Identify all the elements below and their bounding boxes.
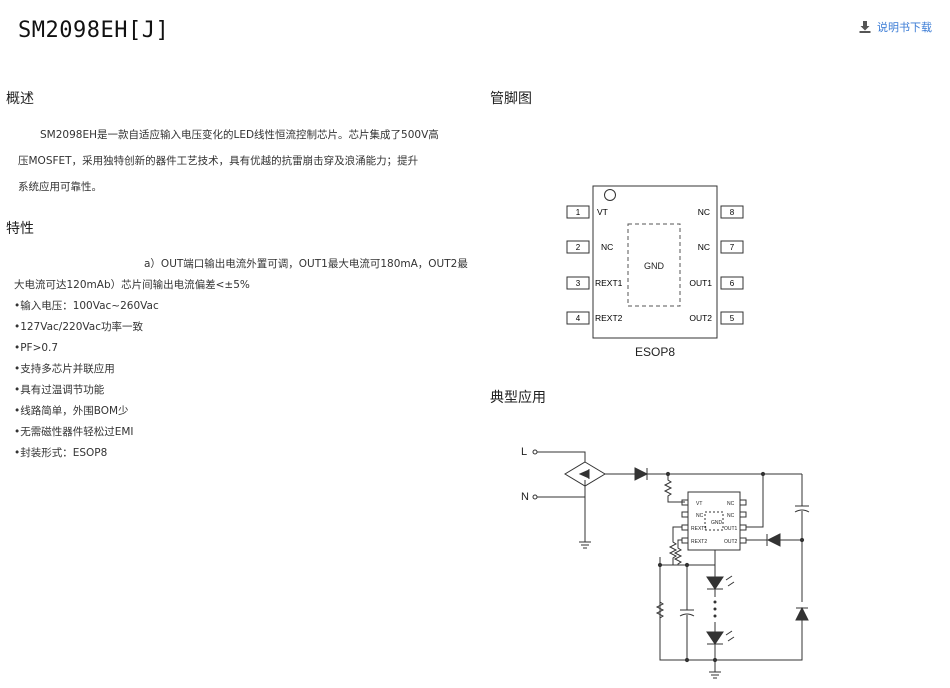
feature-item: •线路简单，外围BOM少 (14, 405, 129, 417)
pin-number: 1 (576, 208, 581, 217)
overview-line: SM2098EH是一款自适应输入电压变化的LED线性恒流控制芯片。芯片集成了50… (40, 129, 439, 141)
pin-name: OUT2 (689, 313, 712, 323)
pinout-heading: 管脚图 (490, 91, 532, 107)
pin-number: 7 (730, 243, 735, 252)
pin-number: 5 (730, 314, 735, 323)
chip-pin-label: OUT1 (724, 526, 738, 532)
line-label: L (521, 446, 527, 458)
chip-pin-label: OUT2 (724, 539, 738, 545)
feature-line: 大电流可达120mAb）芯片间输出电流偏差<±5% (14, 279, 250, 291)
overview-heading: 概述 (6, 91, 34, 107)
feature-item: •封装形式：ESOP8 (14, 447, 108, 459)
page-title: SM2098EH[J] (18, 18, 170, 43)
pin-number: 4 (576, 314, 581, 323)
pin-name: OUT1 (689, 278, 712, 288)
chip-pin-label: VT (696, 501, 702, 507)
feature-line: a）OUT端口输出电流外置可调，OUT1最大电流可180mA，OUT2最 (144, 258, 468, 270)
feature-item: •具有过温调节功能 (14, 384, 105, 396)
feature-item: •PF>0.7 (14, 342, 59, 354)
neutral-label: N (521, 491, 529, 503)
feature-item: •支持多芯片并联应用 (14, 363, 115, 375)
overview-text: SM2098EH是一款自适应输入电压变化的LED线性恒流控制芯片。芯片集成了50… (18, 122, 478, 200)
pin-number: 3 (576, 279, 581, 288)
chip-pin-label: NC (727, 513, 735, 519)
overview-line: 系统应用可靠性。 (18, 181, 102, 193)
package-label: ESOP8 (635, 345, 675, 359)
pin-name: VT (597, 207, 608, 217)
download-label[interactable]: 说明书下载 (877, 21, 932, 34)
pin-number: 2 (576, 243, 581, 252)
application-circuit: L N GND VT NC REXT1 REXT2 NC NC OUT1 OUT… (521, 446, 810, 679)
chip-pin-label: REXT1 (691, 526, 707, 532)
features-heading: 特性 (6, 221, 34, 237)
chip-pin-label: REXT2 (691, 539, 707, 545)
pin1-marker-icon (604, 189, 616, 201)
chip-pin-label: NC (696, 513, 704, 519)
chip-pin-label: NC (727, 501, 735, 507)
overview-line: 压MOSFET，采用独特创新的器件工艺技术，具有优越的抗雷崩击穿及浪涌能力；提升 (18, 155, 419, 167)
pin-number: 6 (730, 279, 735, 288)
chip-gnd-label: GND (711, 520, 723, 526)
pin-name: NC (698, 242, 710, 252)
download-manual-link[interactable]: 说明书下载 (859, 19, 932, 35)
download-icon (859, 21, 871, 33)
pin-name: REXT1 (595, 278, 623, 288)
pinout-diagram: GND 1 VT 2 NC 3 REXT1 4 REXT2 8 NC 7 NC … (566, 185, 744, 359)
feature-item: •输入电压：100Vac~260Vac (14, 300, 159, 312)
pin-number: 8 (730, 208, 735, 217)
pin-name: NC (698, 207, 710, 217)
pin-name: NC (601, 242, 613, 252)
pin-name: REXT2 (595, 313, 623, 323)
features-list: a）OUT端口输出电流外置可调，OUT1最大电流可180mA，OUT2最 大电流… (14, 254, 468, 464)
pinout-gnd-label: GND (644, 261, 665, 271)
feature-item: •无需磁性器件轻松过EMI (14, 426, 134, 438)
application-heading: 典型应用 (490, 390, 546, 406)
feature-item: •127Vac/220Vac功率一致 (14, 321, 143, 333)
